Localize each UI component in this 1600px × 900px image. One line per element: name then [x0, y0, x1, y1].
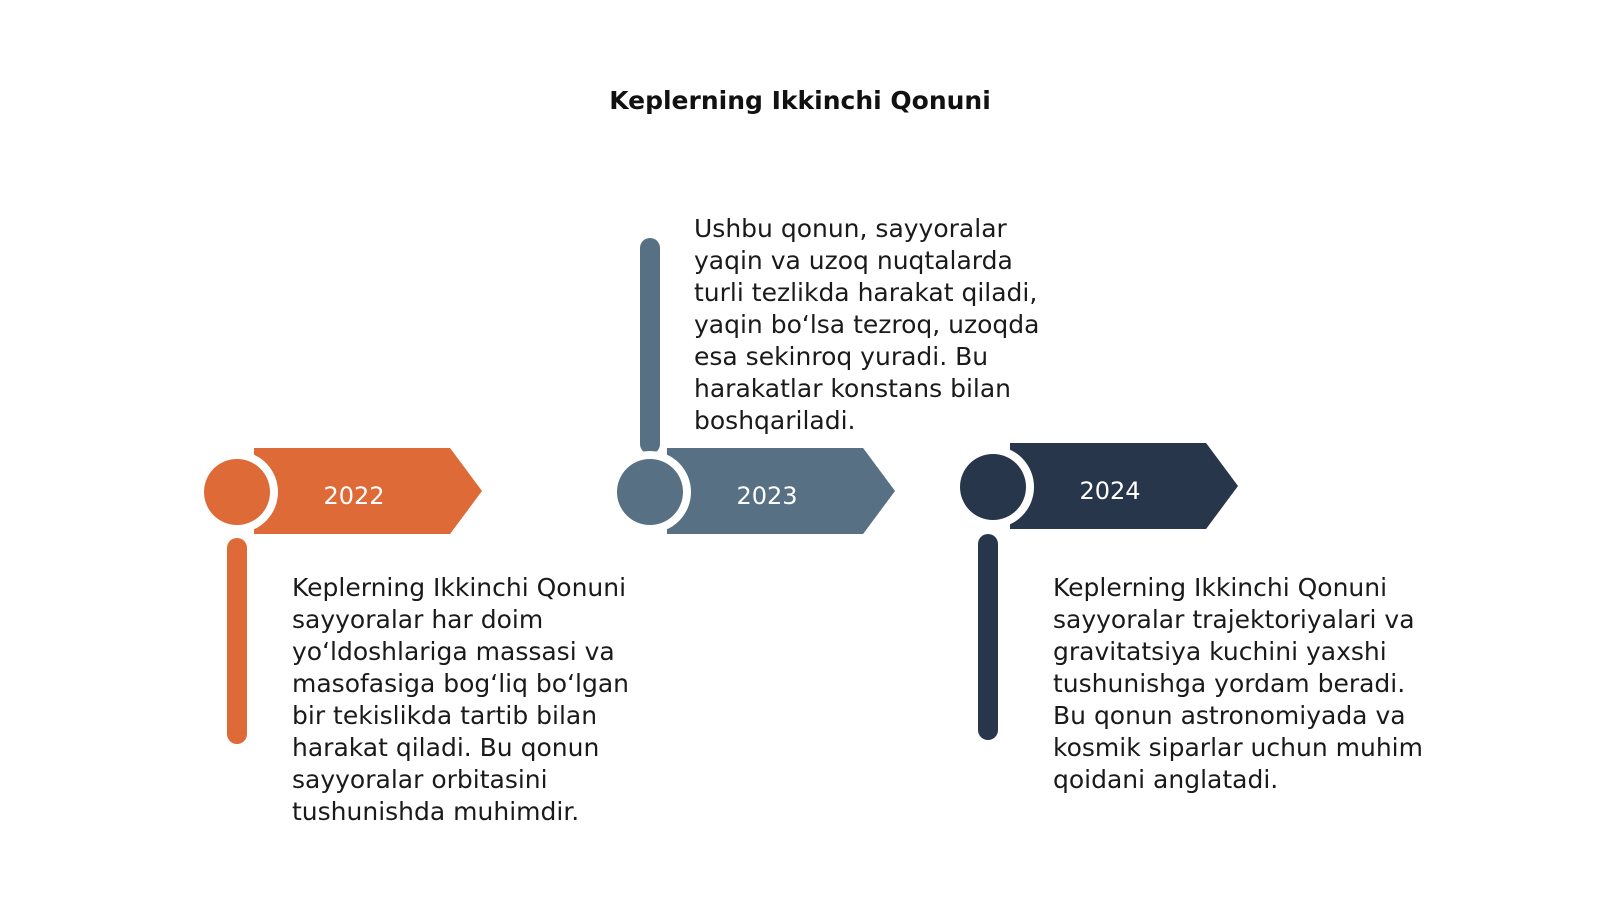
stem-2024 [978, 534, 998, 740]
stem-2023 [640, 238, 660, 454]
milestone-text-2022: Keplerning Ikkinchi Qonuni sayyoralar ha… [292, 573, 629, 826]
year-label-2022: 2022 [323, 482, 385, 510]
year-label-2023: 2023 [736, 482, 798, 510]
milestone-dot-2024 [960, 454, 1026, 520]
page-title: Keplerning Ikkinchi Qonuni [609, 86, 991, 115]
milestone-dot-2022 [204, 459, 270, 525]
milestone-text-2024: Keplerning Ikkinchi Qonuni sayyoralar tr… [1053, 573, 1423, 794]
year-arrow-2024 [1010, 443, 1238, 529]
milestone-text-2023: Ushbu qonun, sayyoralar yaqin va uzoq nu… [694, 214, 1040, 435]
year-arrow-2023 [667, 448, 895, 534]
stem-2022 [227, 538, 247, 744]
year-label-2024: 2024 [1079, 477, 1141, 505]
year-arrow-2022 [254, 448, 482, 534]
milestone-dot-2023 [617, 459, 683, 525]
